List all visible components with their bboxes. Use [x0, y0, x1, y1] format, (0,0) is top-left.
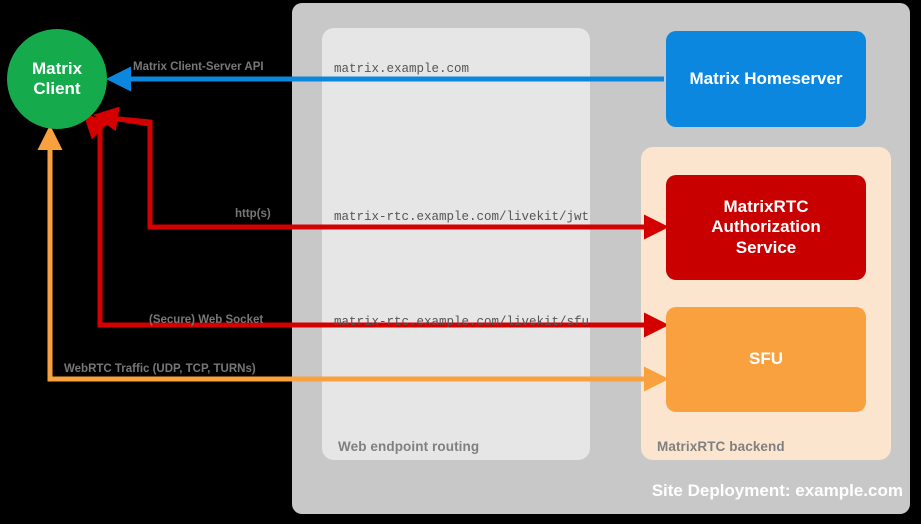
node-auth-line1: MatrixRTC [723, 197, 809, 217]
node-matrix-client-line1: Matrix [31, 58, 83, 78]
endpoint-label-livekit-jwt: matrix-rtc.example.com/livekit/jwt [334, 210, 590, 224]
panel-web-endpoint-routing [322, 28, 590, 460]
panel-label-matrixrtc-backend: MatrixRTC backend [657, 439, 785, 454]
edge-label-https: http(s) [235, 208, 271, 220]
edge-label-webrtc-traffic: WebRTC Traffic (UDP, TCP, TURNs) [64, 363, 256, 375]
endpoint-label-matrix-example-com: matrix.example.com [334, 62, 470, 76]
edge-label-cs-api: Matrix Client-Server API [133, 61, 264, 73]
node-auth-line2: Authorization [711, 217, 821, 237]
node-matrixrtc-authorization-service[interactable]: MatrixRTC Authorization Service [666, 175, 866, 280]
edge-jwt-arrowhead-client [93, 106, 153, 180]
node-matrix-homeserver[interactable]: Matrix Homeserver [666, 31, 866, 127]
node-matrix-homeserver-label: Matrix Homeserver [689, 68, 843, 88]
endpoint-label-livekit-sfu: matrix-rtc.example.com/livekit/sfu [334, 315, 590, 329]
node-auth-line3: Service [735, 237, 797, 257]
panel-label-site-deployment: Site Deployment: example.com [651, 481, 903, 500]
node-sfu[interactable]: SFU [666, 307, 866, 412]
edge-sfu-ws-arrowhead-client [83, 113, 110, 190]
node-matrix-client-line2: Client [33, 79, 81, 98]
node-matrix-client[interactable]: Matrix Client [7, 29, 107, 129]
node-sfu-label: SFU [749, 349, 783, 369]
panel-label-web-endpoint-routing: Web endpoint routing [338, 439, 480, 454]
edge-label-web-socket: (Secure) Web Socket [149, 314, 264, 326]
